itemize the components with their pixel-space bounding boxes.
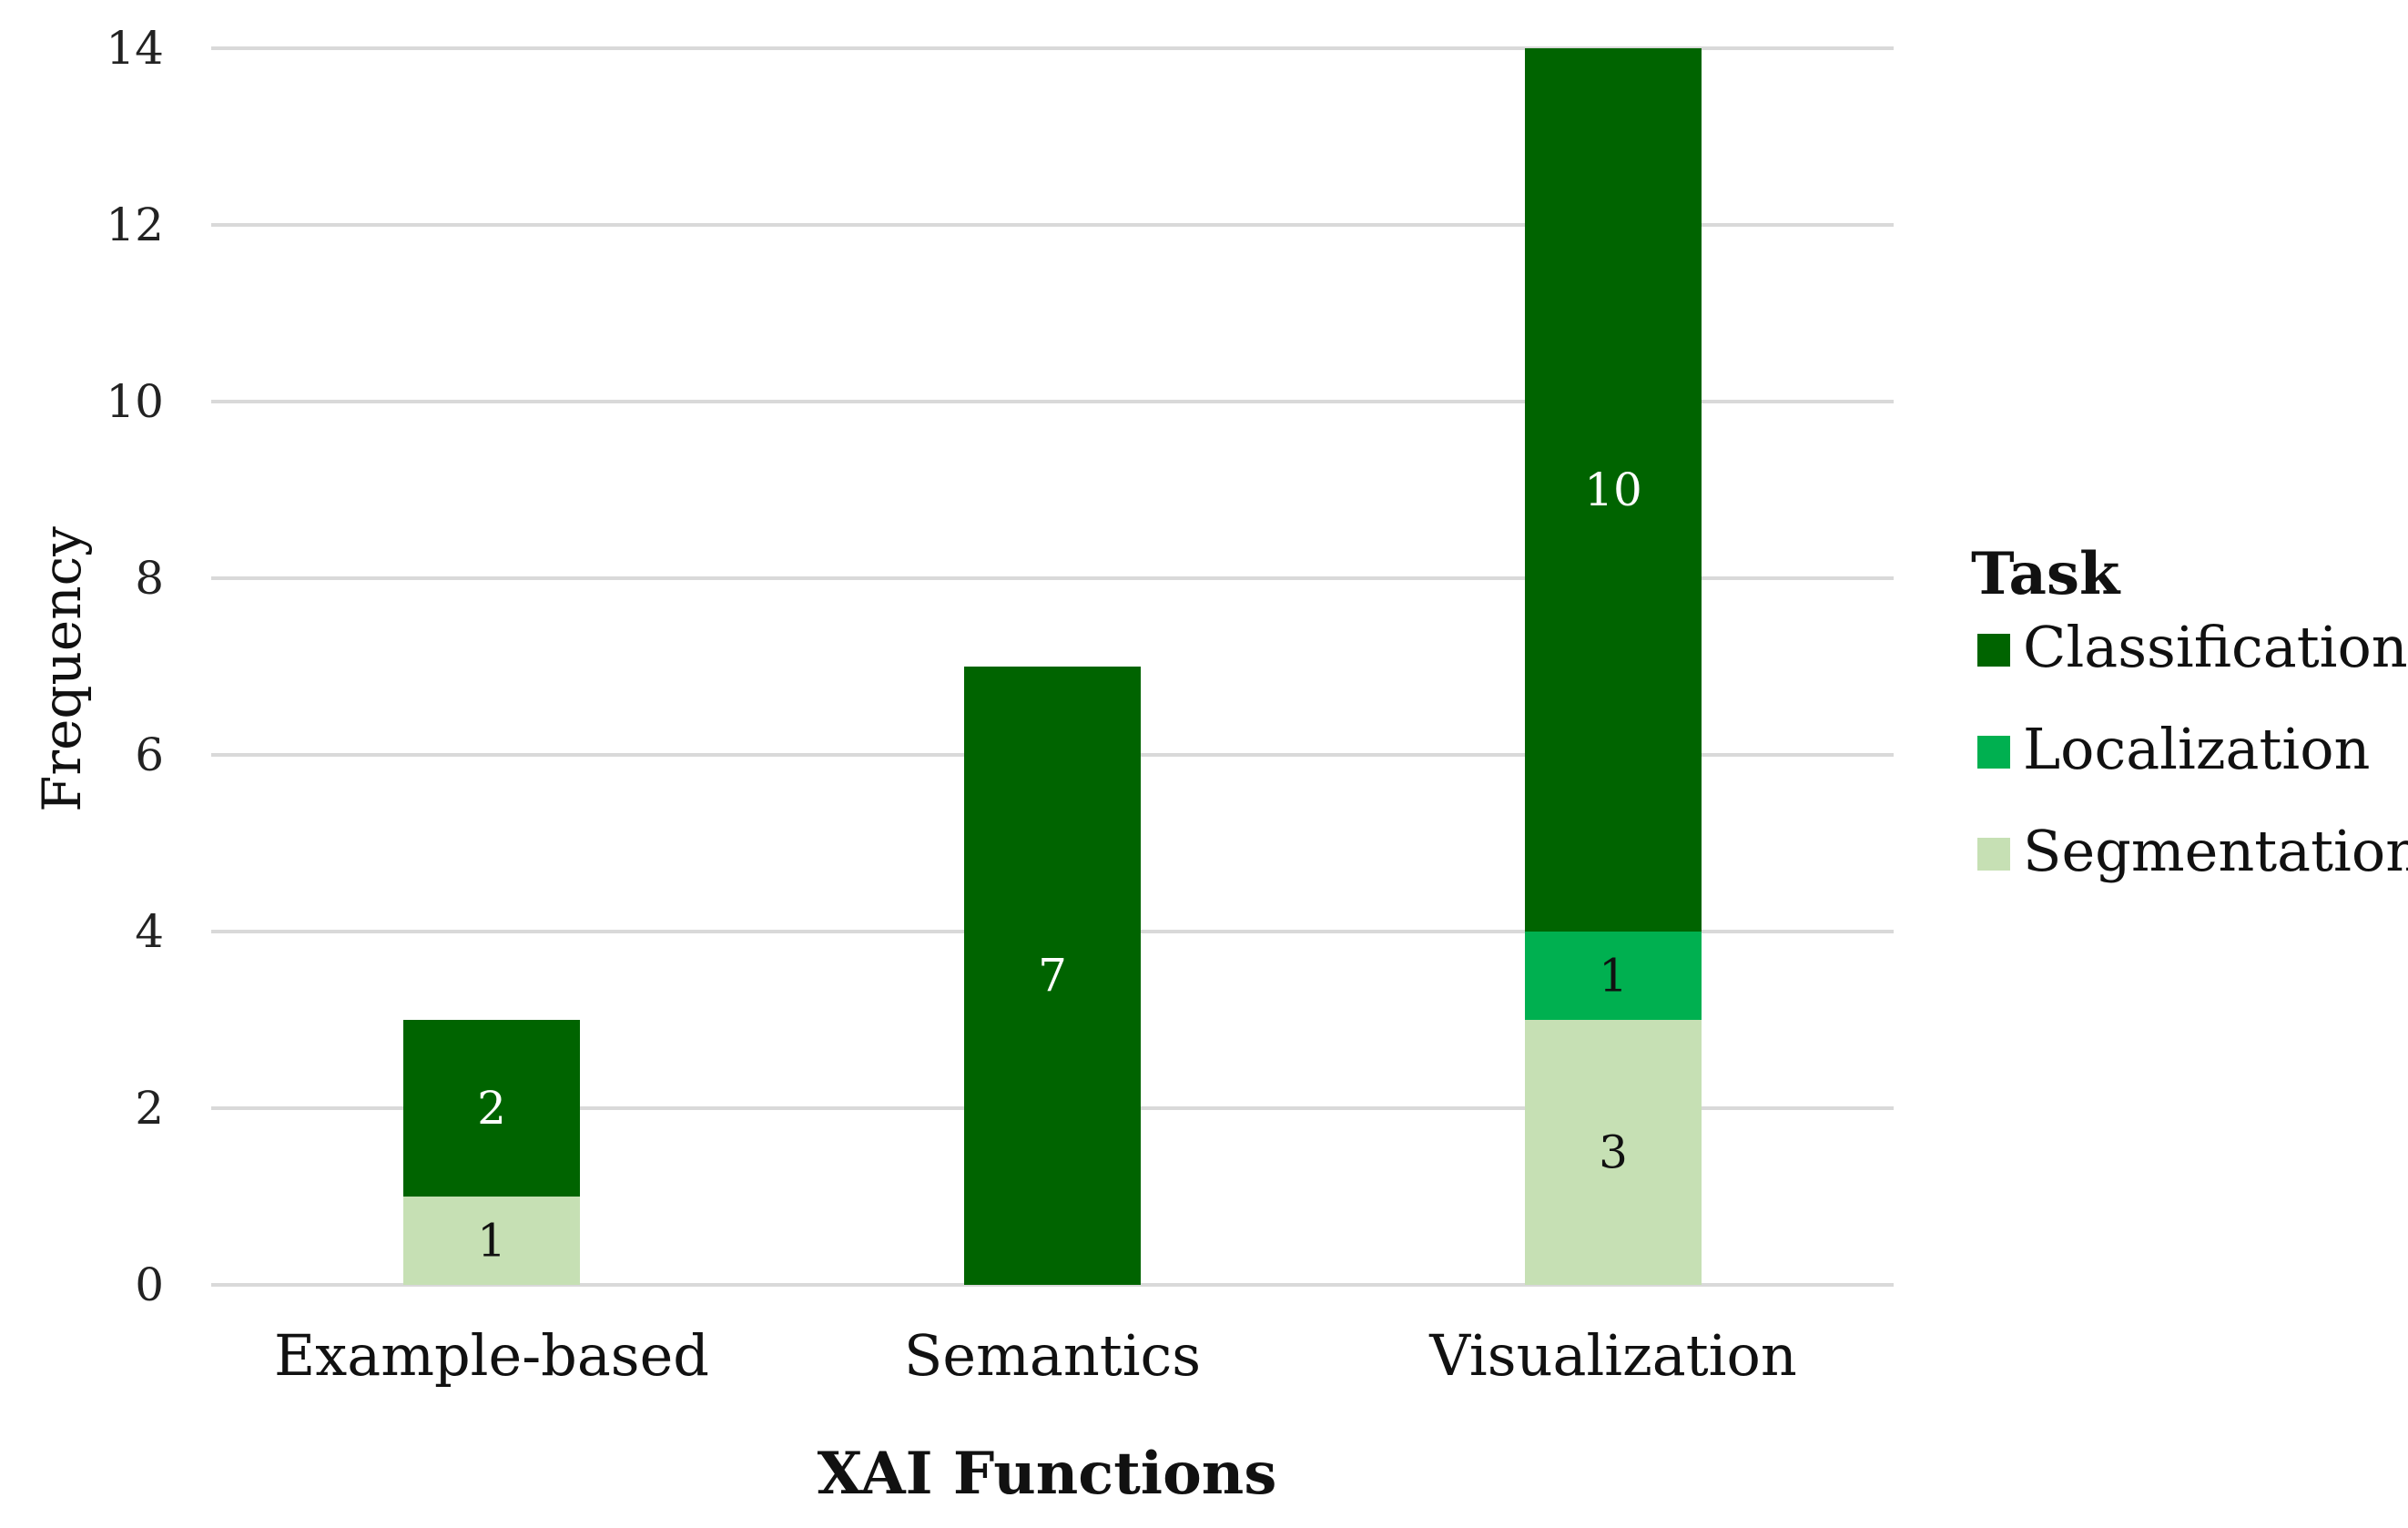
legend-title: Task <box>1971 540 2121 608</box>
data-labels: 1 2 7 3 1 10 <box>477 463 1642 1268</box>
bar-classification-visualization <box>1525 48 1702 932</box>
data-label: 1 <box>1599 950 1628 1003</box>
bar-classification-example-based <box>403 1020 580 1197</box>
bar-segmentation-visualization <box>1525 1020 1702 1285</box>
data-label: 10 <box>1584 463 1642 516</box>
y-tick-label: 0 <box>135 1258 164 1311</box>
legend-swatch-classification <box>1977 634 2010 667</box>
x-category-label: Semantics <box>904 1322 1201 1389</box>
legend-swatch-localization <box>1977 736 2010 769</box>
bar-localization-visualization <box>1525 932 1702 1020</box>
legend-label-segmentation: Segmentation <box>2023 818 2408 884</box>
y-tick-label: 12 <box>106 199 164 251</box>
data-label: 1 <box>477 1215 506 1268</box>
legend: Task ClassificationLocalizationSegmentat… <box>1971 540 2408 884</box>
y-tick-label: 6 <box>135 728 164 781</box>
bar-segmentation-example-based <box>403 1197 580 1285</box>
legend-label-localization: Localization <box>2023 716 2370 782</box>
data-label: 2 <box>477 1082 506 1135</box>
y-tick-label: 8 <box>135 552 164 605</box>
legend-label-classification: Classification <box>2023 614 2408 680</box>
bar-classification-semantics <box>964 667 1141 1285</box>
x-axis-categories: Example-based Semantics Visualization <box>274 1322 1797 1389</box>
x-category-label: Visualization <box>1428 1322 1797 1389</box>
y-axis-ticks: 0 2 4 6 8 10 12 14 <box>106 22 164 1311</box>
x-category-label: Example-based <box>274 1322 709 1389</box>
bars <box>403 48 1702 1285</box>
y-tick-label: 14 <box>106 22 164 75</box>
y-axis-title: Frequency <box>31 526 93 812</box>
data-label: 7 <box>1038 950 1067 1003</box>
y-tick-label: 2 <box>135 1082 164 1135</box>
data-label: 3 <box>1599 1126 1628 1179</box>
x-axis-title: XAI Functions <box>818 1440 1277 1508</box>
y-tick-label: 4 <box>135 905 164 958</box>
y-tick-label: 10 <box>106 375 164 428</box>
legend-swatch-segmentation <box>1977 838 2010 871</box>
